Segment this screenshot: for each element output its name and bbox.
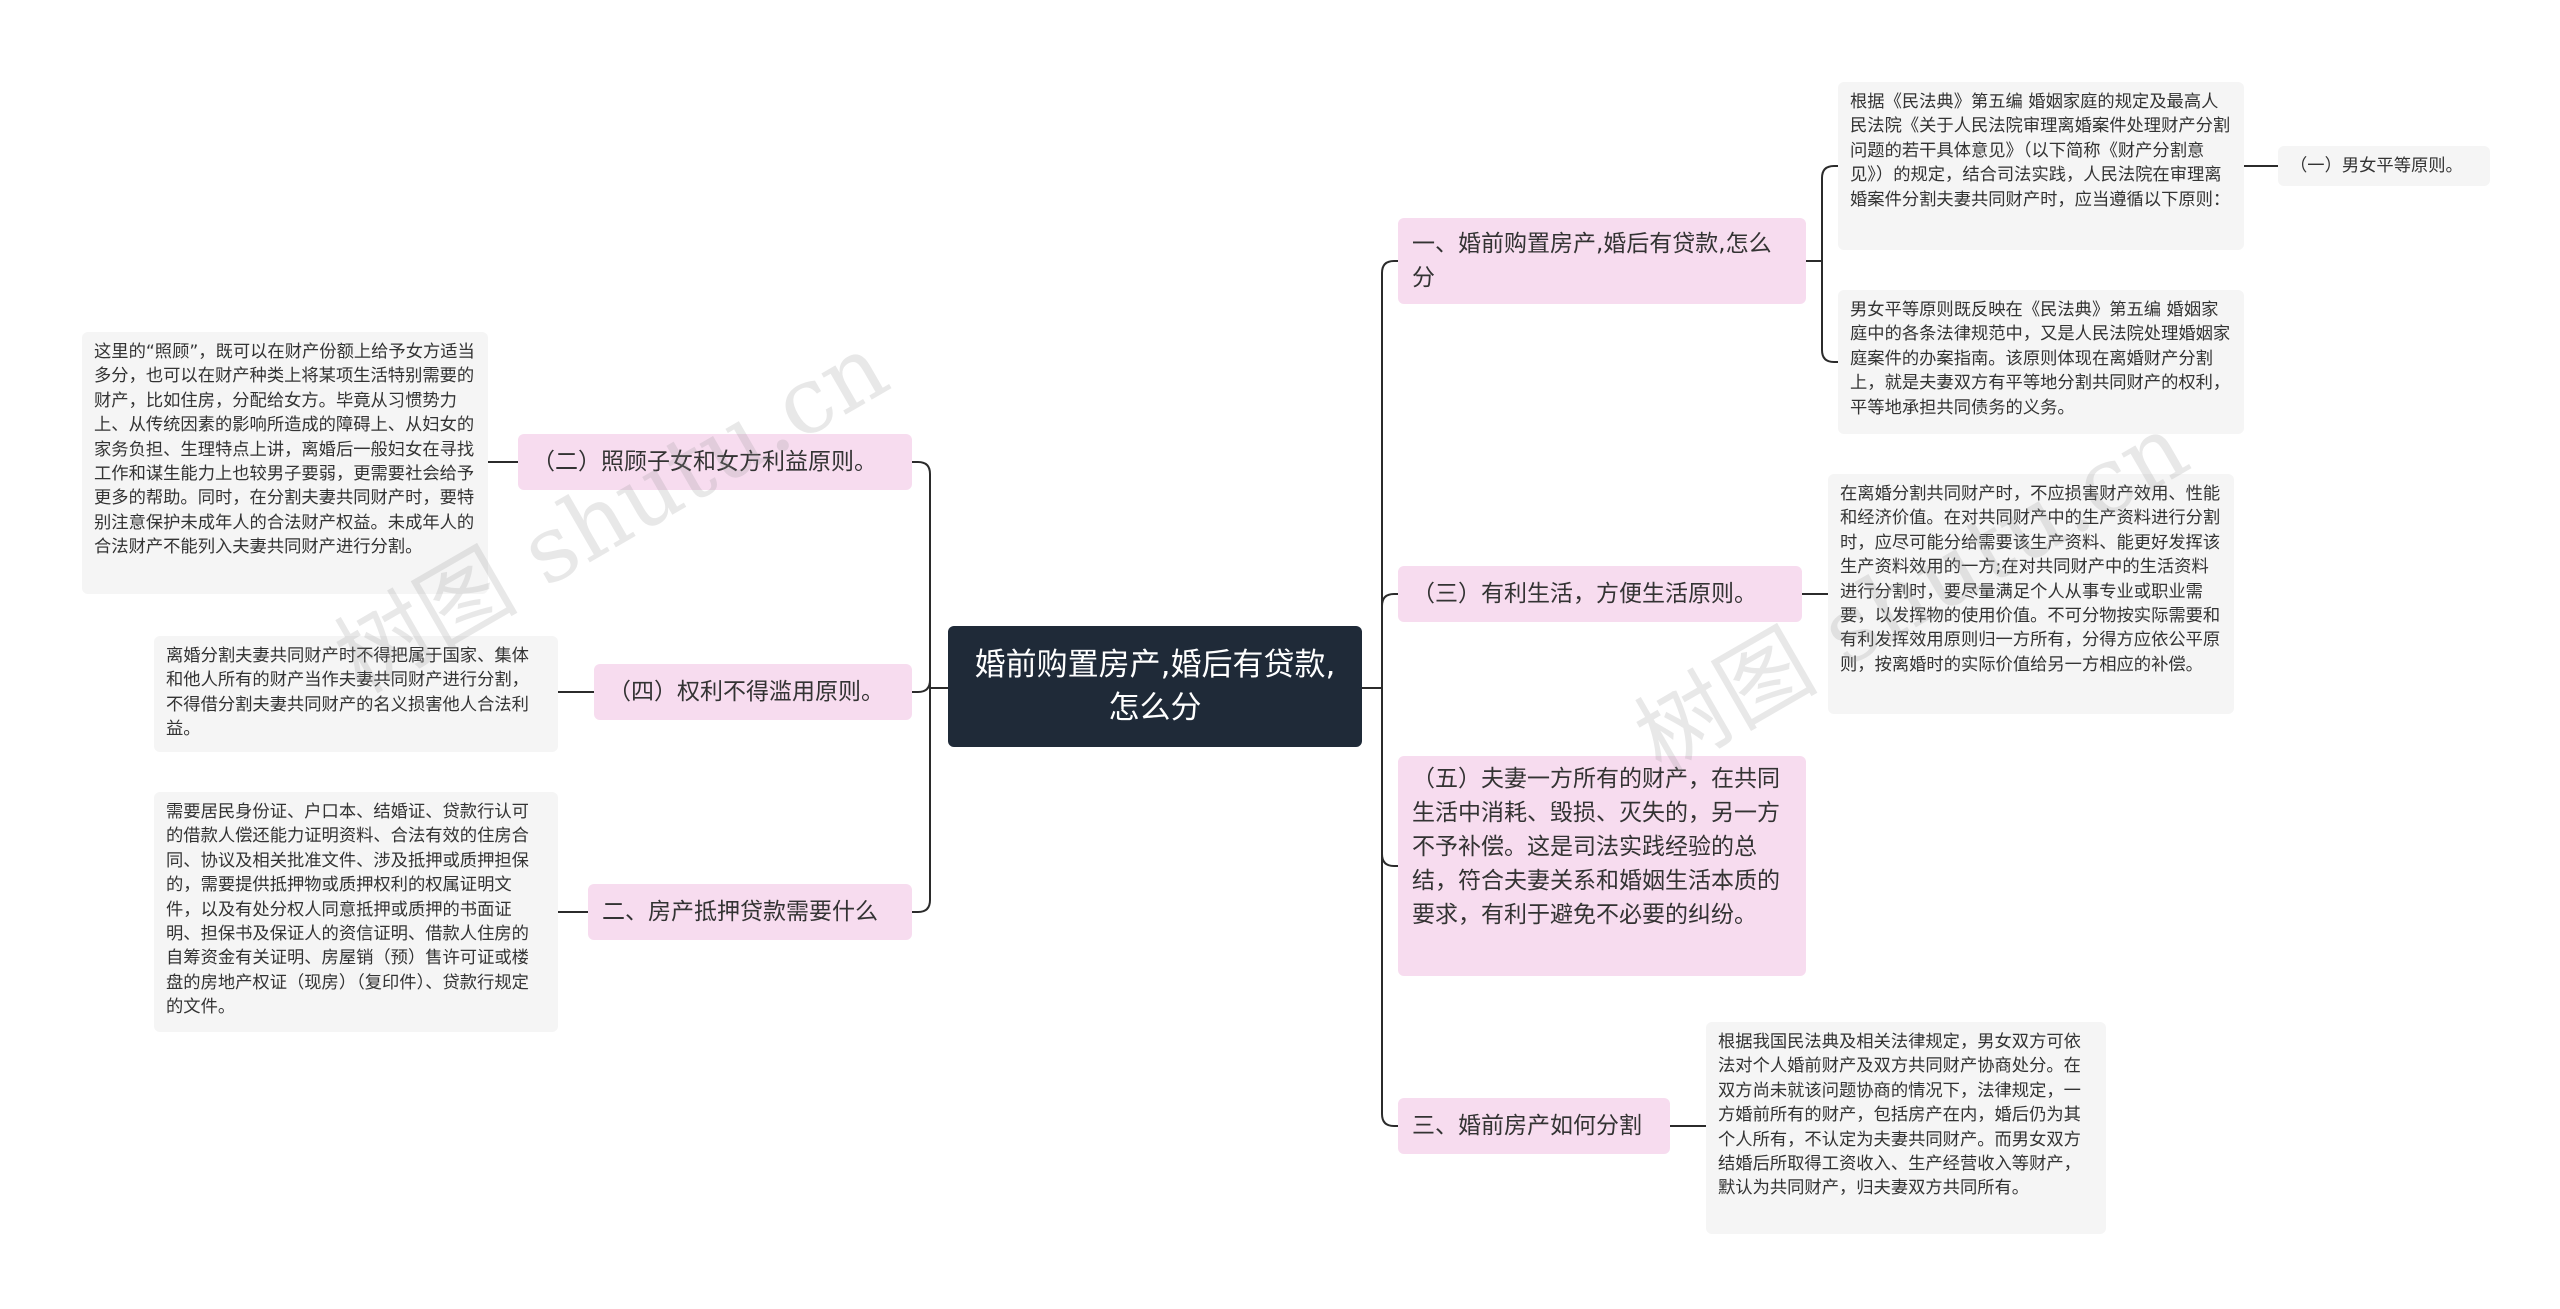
- branch-l2-label: （四）权利不得滥用原则。: [608, 679, 884, 705]
- leaf-l2: 离婚分割夫妻共同财产时不得把属于国家、集体和他人所有的财产当作夫妻共同财产进行分…: [154, 636, 558, 752]
- branch-r1-label: 一、婚前购置房产,婚后有贷款,怎么分: [1412, 231, 1772, 291]
- leaf-l1-text: 这里的“照顾”，既可以在财产份额上给予女方适当多分，也可以在财产种类上将某项生活…: [94, 342, 475, 558]
- branch-r4[interactable]: 三、婚前房产如何分割: [1398, 1098, 1670, 1154]
- leaf-r4-text: 根据我国民法典及相关法律规定，男女双方可依法对个人婚前财产及双方共同财产协商处分…: [1718, 1032, 2081, 1199]
- branch-l1[interactable]: （二）照顾子女和女方利益原则。: [518, 434, 912, 490]
- branch-l3[interactable]: 二、房产抵押贷款需要什么: [588, 884, 912, 940]
- root-left-link-0: [912, 461, 931, 688]
- leaf-l2-text: 离婚分割夫妻共同财产时不得把属于国家、集体和他人所有的财产当作夫妻共同财产进行分…: [166, 646, 529, 740]
- root-right-link-0: [1381, 260, 1398, 688]
- leaf-r2-text: 在离婚分割共同财产时，不应损害财产效用、性能和经济价值。在对共同财产中的生产资料…: [1840, 484, 2221, 675]
- leaf-r1-1: 根据《民法典》第五编 婚姻家庭的规定及最高人民法院《关于人民法院审理离婚案件处理…: [1838, 82, 2244, 250]
- leaf-r2: 在离婚分割共同财产时，不应损害财产效用、性能和经济价值。在对共同财产中的生产资料…: [1828, 474, 2234, 714]
- leaf-r1-1-child-text: （一）男女平等原则。: [2290, 156, 2463, 176]
- root-left-link-2: [912, 688, 931, 913]
- root-right-link-3: [1381, 688, 1398, 1127]
- root-right-link-1: [1381, 593, 1398, 688]
- leaf-l1: 这里的“照顾”，既可以在财产份额上给予女方适当多分，也可以在财产种类上将某项生活…: [82, 332, 488, 594]
- root-left-link-1: [912, 679, 931, 693]
- leaf-r4: 根据我国民法典及相关法律规定，男女双方可依法对个人婚前财产及双方共同财产协商处分…: [1706, 1022, 2106, 1234]
- leaf-r1-1-child: （一）男女平等原则。: [2278, 146, 2490, 186]
- branch-l1-label: （二）照顾子女和女方利益原则。: [532, 449, 877, 475]
- branch-l3-label: 二、房产抵押贷款需要什么: [602, 899, 878, 925]
- leaf-r1-2-text: 男女平等原则既反映在《民法典》第五编 婚姻家庭中的各条法律规范中，又是人民法院处…: [1850, 300, 2231, 418]
- branch-r3-label: （五）夫妻一方所有的财产，在共同生活中消耗、毁损、灭失的，另一方不予补偿。这是司…: [1412, 766, 1780, 928]
- branch-l2[interactable]: （四）权利不得滥用原则。: [594, 664, 912, 720]
- r1-link-0: [1821, 165, 1838, 261]
- leaf-r1-1-text: 根据《民法典》第五编 婚姻家庭的规定及最高人民法院《关于人民法院审理离婚案件处理…: [1850, 92, 2231, 210]
- branch-r4-label: 三、婚前房产如何分割: [1412, 1113, 1642, 1139]
- leaf-l3-text: 需要居民身份证、户口本、结婚证、贷款行认可的借款人偿还能力证明资料、合法有效的住…: [166, 802, 529, 1018]
- r1-link-1: [1821, 261, 1838, 363]
- root-topic[interactable]: 婚前购置房产,婚后有贷款,怎么分: [948, 626, 1362, 747]
- root-right-link-2: [1381, 688, 1398, 867]
- leaf-r1-2: 男女平等原则既反映在《民法典》第五编 婚姻家庭中的各条法律规范中，又是人民法院处…: [1838, 290, 2244, 434]
- branch-r1[interactable]: 一、婚前购置房产,婚后有贷款,怎么分: [1398, 218, 1806, 304]
- branch-r2[interactable]: （三）有利生活，方便生活原则。: [1398, 566, 1802, 622]
- root-topic-label: 婚前购置房产,婚后有贷款,怎么分: [974, 646, 1336, 726]
- branch-r2-label: （三）有利生活，方便生活原则。: [1412, 581, 1757, 607]
- leaf-l3: 需要居民身份证、户口本、结婚证、贷款行认可的借款人偿还能力证明资料、合法有效的住…: [154, 792, 558, 1032]
- branch-r3[interactable]: （五）夫妻一方所有的财产，在共同生活中消耗、毁损、灭失的，另一方不予补偿。这是司…: [1398, 756, 1806, 976]
